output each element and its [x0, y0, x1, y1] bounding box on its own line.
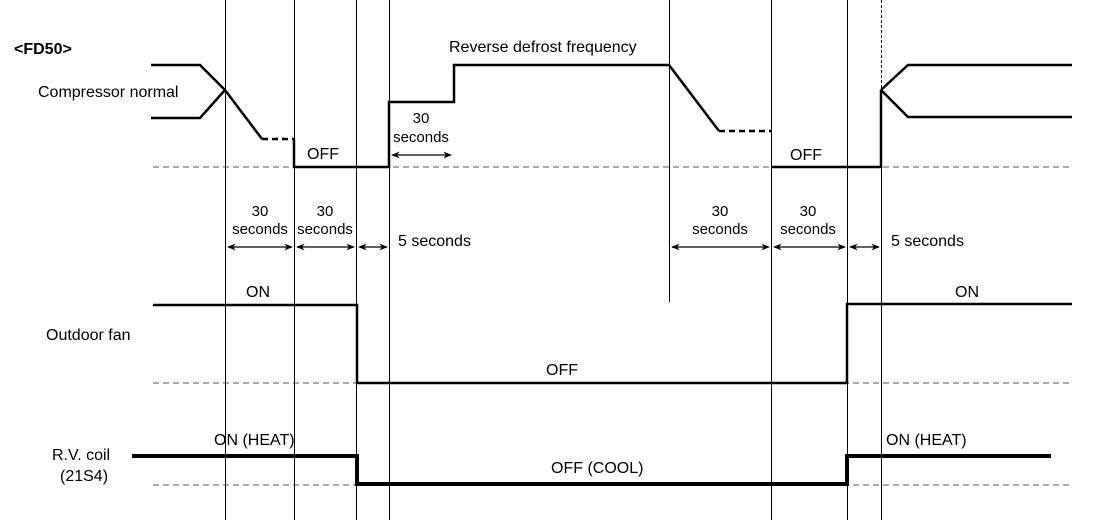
rv-coil-label-line2: (21S4)	[60, 468, 108, 485]
rv-off-label: OFF (COOL)	[551, 460, 643, 477]
interval-arrows	[227, 151, 880, 251]
rv-on-label: ON (HEAT)	[214, 432, 295, 449]
interval-unit: seconds	[232, 221, 288, 238]
fan-on-label-2: ON	[955, 284, 979, 301]
interval-value: 30	[712, 203, 729, 220]
interval-value: 30	[800, 203, 817, 220]
rv-coil-waveform	[132, 454, 1051, 486]
rv-coil-label-line1: R.V. coil	[52, 447, 110, 464]
compressor-restart	[771, 90, 883, 169]
interval-label: 5 seconds	[398, 233, 471, 250]
step-duration-value: 30	[413, 110, 430, 127]
compressor-upper-end	[880, 63, 1072, 91]
interval-unit: seconds	[692, 221, 748, 238]
compressor-off-step	[292, 63, 720, 169]
compressor-waveform	[151, 63, 1072, 169]
outdoor-fan-label: Outdoor fan	[46, 327, 131, 344]
compressor-off-label-2: OFF	[790, 147, 822, 164]
interval-unit: seconds	[780, 221, 836, 238]
compressor-upper-start	[151, 63, 226, 91]
compressor-lower-end	[880, 89, 1072, 119]
fan-on-label: ON	[246, 284, 270, 301]
timing-guides	[225, 0, 882, 520]
interval-value: 30	[252, 203, 269, 220]
fan-off-label: OFF	[546, 362, 578, 379]
rv-on-label-2: ON (HEAT)	[886, 432, 967, 449]
interval-label: 5 seconds	[891, 233, 964, 250]
compressor-lower-start	[151, 89, 226, 120]
outdoor-fan-waveform	[153, 302, 1072, 385]
diagram-title: <FD50>	[14, 41, 72, 58]
interval-value: 30	[317, 203, 334, 220]
step-duration-unit: seconds	[393, 129, 449, 146]
compressor-off-label: OFF	[307, 146, 339, 163]
interval-unit: seconds	[297, 221, 353, 238]
defrost-frequency-label: Reverse defrost frequency	[449, 39, 637, 56]
compressor-ramp-down	[224, 89, 263, 140]
compressor-label: Compressor normal	[38, 84, 178, 101]
